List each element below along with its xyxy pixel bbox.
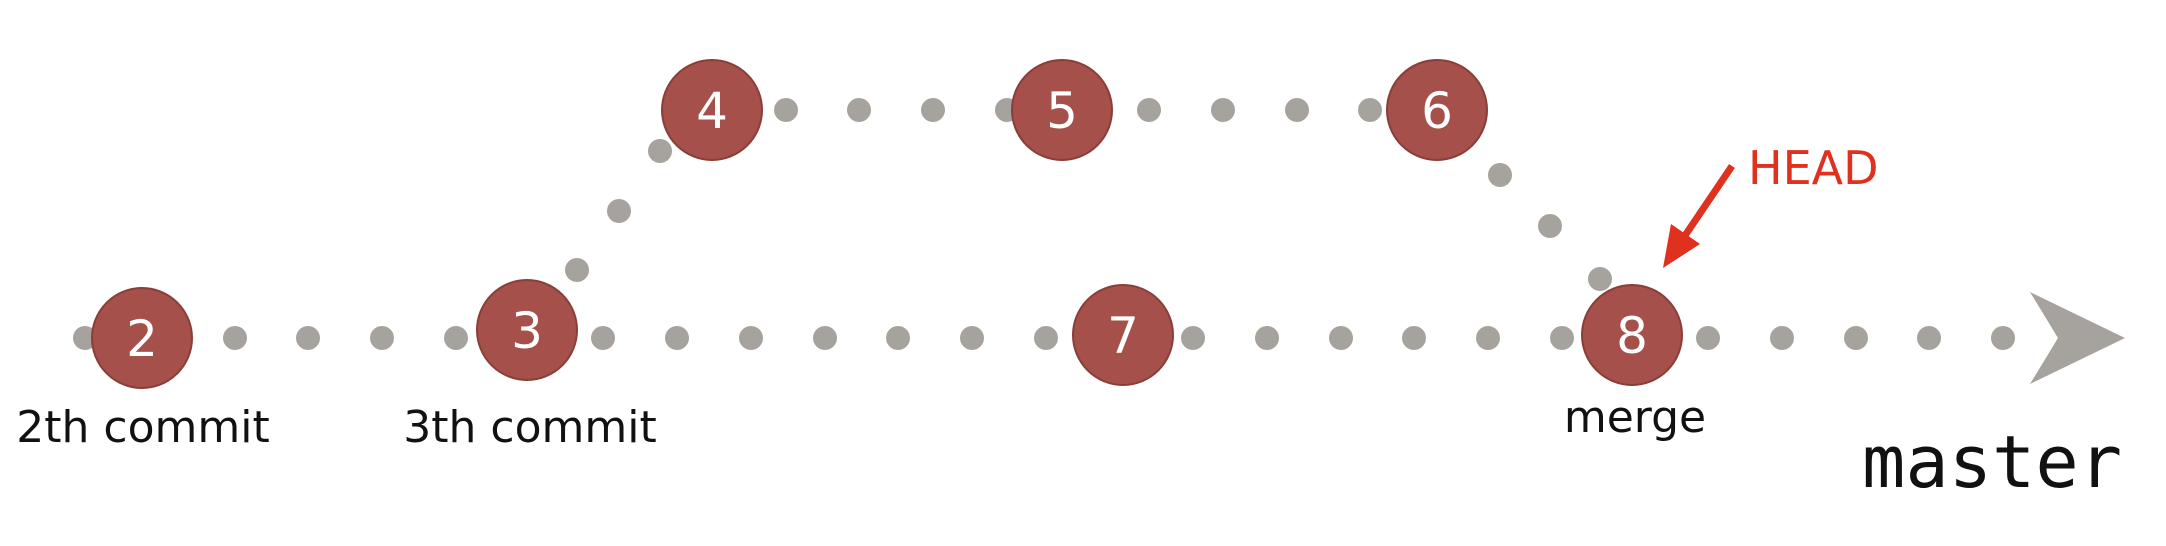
commit-node-3: 3	[476, 279, 578, 381]
commit-id-label: 5	[1046, 82, 1078, 140]
head-label: HEAD	[1748, 141, 1879, 195]
commit-id-label: 4	[696, 82, 728, 140]
branch-arrowhead	[2030, 292, 2125, 384]
connector-dot	[774, 98, 798, 122]
commit-2-caption: 2th commit	[16, 402, 269, 453]
connector-dot	[1588, 267, 1612, 291]
connector-dot	[960, 326, 984, 350]
commit-node-4: 4	[661, 59, 763, 161]
connector-dot	[1488, 163, 1512, 187]
commit-nodes: 2 3 4 5 6 7 8	[91, 59, 1683, 389]
connector-dot	[1329, 326, 1353, 350]
connector-dot	[1285, 98, 1309, 122]
commit-id-label: 7	[1107, 307, 1139, 365]
commit-circle	[1072, 284, 1174, 386]
connector-dot	[847, 98, 871, 122]
connector-dot	[1034, 326, 1058, 350]
connector-dot	[886, 326, 910, 350]
commit-3-caption: 3th commit	[403, 402, 656, 453]
commit-8-caption: merge	[1564, 392, 1706, 443]
connector-dot	[1917, 326, 1941, 350]
connector-dot	[73, 326, 97, 350]
commit-node-2: 2	[91, 287, 193, 389]
connector-dot	[370, 326, 394, 350]
connector-dot	[565, 258, 589, 282]
commit-circle	[661, 59, 763, 161]
connector-dot	[1991, 326, 2015, 350]
connector-dot	[739, 326, 763, 350]
commit-node-6: 6	[1386, 59, 1488, 161]
connector-dot	[1844, 326, 1868, 350]
commit-circle	[476, 279, 578, 381]
commit-id-label: 3	[511, 302, 543, 360]
commit-circle	[1581, 284, 1683, 386]
commit-circle	[91, 287, 193, 389]
connector-dot	[591, 326, 615, 350]
connector-dot	[1211, 98, 1235, 122]
connector-dot	[444, 326, 468, 350]
connector-dot	[921, 98, 945, 122]
connector-dot	[648, 139, 672, 163]
connector-dot	[1181, 326, 1205, 350]
connector-dot	[1137, 98, 1161, 122]
commit-id-label: 6	[1421, 82, 1453, 140]
connector-dot	[1538, 214, 1562, 238]
connector-dot	[1358, 98, 1382, 122]
commit-id-label: 2	[126, 310, 158, 368]
commit-node-7: 7	[1072, 284, 1174, 386]
commit-circle	[1386, 59, 1488, 161]
connector-dot	[1255, 326, 1279, 350]
commit-circle	[1011, 59, 1113, 161]
connector-dot	[665, 326, 689, 350]
connector-dots	[73, 98, 2015, 350]
connector-dot	[1696, 326, 1720, 350]
connector-dot	[1476, 326, 1500, 350]
connector-dot	[607, 199, 631, 223]
commit-node-8: 8	[1581, 284, 1683, 386]
connector-dot	[296, 326, 320, 350]
connector-dot	[223, 326, 247, 350]
commit-id-label: 8	[1616, 307, 1648, 365]
commit-node-5: 5	[1011, 59, 1113, 161]
connector-dot	[1402, 326, 1426, 350]
head-pointer-arrow	[1663, 164, 1735, 268]
connector-dot	[1550, 326, 1574, 350]
connector-dot	[813, 326, 837, 350]
branch-master-label: master	[1862, 420, 2122, 504]
connector-dot	[1770, 326, 1794, 350]
